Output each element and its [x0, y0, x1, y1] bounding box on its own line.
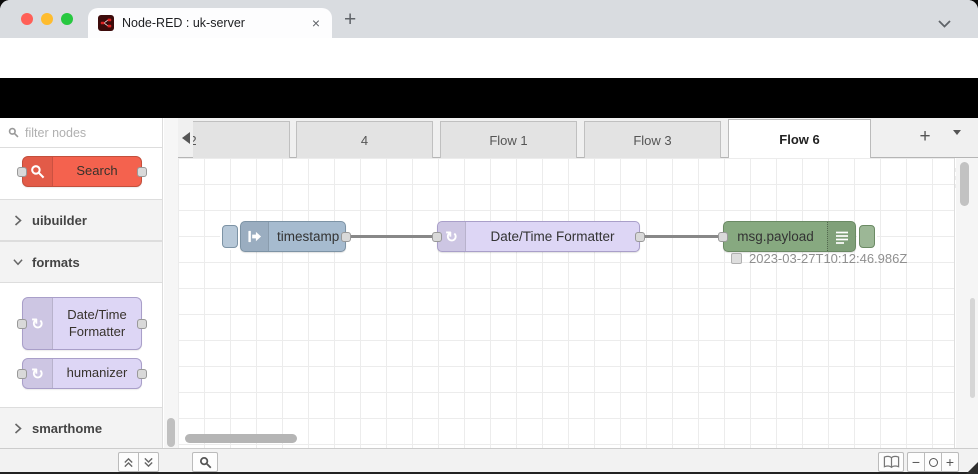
chevron-right-icon: [13, 422, 23, 434]
node-label: msg.payload: [737, 229, 814, 244]
canvas-horizontal-scrollbar[interactable]: [185, 434, 297, 443]
footer-bar: − +: [0, 448, 978, 474]
scroll-tabs-left-button[interactable]: [178, 118, 193, 157]
node-red-header: Node-RED Deploy: [0, 78, 978, 192]
window-edge: [0, 472, 978, 474]
flow-tabs: 2 4 Flow 1 Flow 3 Flow 6 +: [193, 118, 978, 158]
node-label: Date/Time Formatter: [490, 229, 615, 244]
wire[interactable]: [640, 235, 728, 238]
node-output-port[interactable]: [341, 231, 351, 242]
browser-tab[interactable]: Node-RED : uk-server ×: [88, 8, 332, 38]
canvas-vertical-scrollbar[interactable]: [960, 162, 969, 206]
flow-tab[interactable]: 2: [193, 121, 290, 158]
flow-node-debug[interactable]: msg.payload: [718, 221, 856, 252]
traffic-minimize-button[interactable]: [41, 13, 53, 25]
node-input-port[interactable]: [432, 231, 442, 242]
palette-sidebar: Search uibuilder formats ↻ Date/Time For…: [0, 118, 163, 448]
node-status-icon: [731, 253, 742, 264]
node-input-port[interactable]: [17, 368, 27, 379]
new-tab-button[interactable]: +: [344, 8, 357, 31]
navigator-map-button[interactable]: [878, 452, 904, 472]
double-chevron-down-icon: [144, 457, 153, 467]
debug-icon: [827, 222, 855, 251]
canvas-search-button[interactable]: [192, 452, 218, 472]
chevron-down-icon: [13, 258, 23, 266]
add-flow-button[interactable]: +: [919, 126, 931, 147]
node-output-port[interactable]: [137, 166, 147, 177]
flow-tab-active[interactable]: Flow 6: [728, 119, 871, 158]
inject-trigger-button[interactable]: [222, 225, 238, 248]
titlebar: Node-RED : uk-server × +: [0, 0, 978, 38]
palette-node-search[interactable]: Search: [17, 156, 147, 187]
traffic-close-button[interactable]: [21, 13, 33, 25]
node-input-port[interactable]: [17, 318, 27, 329]
palette-node-label: Search: [76, 163, 118, 179]
timer-icon: ↻: [23, 359, 53, 388]
node-output-port[interactable]: [137, 368, 147, 379]
tab-close-icon[interactable]: ×: [311, 15, 320, 31]
node-status-text: 2023-03-27T10:12:46.986Z: [749, 251, 908, 266]
browser-toolbar: ← → ↻ ⚠ Not Secure uk-server:2718/#flow/…: [0, 38, 978, 111]
zoom-out-button[interactable]: −: [907, 452, 925, 472]
palette-category-smarthome[interactable]: smarthome: [0, 407, 162, 448]
flow-tab[interactable]: 4: [296, 121, 433, 158]
search-icon: [8, 127, 19, 138]
search-icon: [199, 456, 211, 468]
node-label: timestamp: [277, 229, 340, 244]
double-chevron-up-icon: [124, 457, 133, 467]
flow-tab[interactable]: Flow 3: [584, 121, 721, 158]
chevron-right-icon: [13, 214, 23, 226]
node-input-port[interactable]: [718, 231, 728, 242]
node-input-port[interactable]: [17, 166, 27, 177]
browser-tab-title: Node-RED : uk-server: [122, 16, 245, 30]
search-node-icon: [23, 157, 53, 186]
timer-icon: ↻: [438, 222, 466, 251]
palette-filter: [0, 118, 162, 148]
page-scrollbar[interactable]: [970, 298, 975, 398]
flow-canvas[interactable]: timestamp ↻ Date/Time Formatter msg.payl…: [178, 158, 955, 448]
palette-node-label: Date/Time Formatter: [67, 306, 127, 339]
map-book-icon: [883, 455, 899, 469]
flow-node-date-time-formatter[interactable]: ↻ Date/Time Formatter: [432, 221, 645, 252]
palette-node-humanizer[interactable]: ↻ humanizer: [17, 358, 147, 389]
canvas-scrollbar-area: [956, 158, 978, 448]
scrollbar-thumb[interactable]: [167, 418, 175, 447]
node-output-port[interactable]: [635, 231, 645, 242]
node-output-port[interactable]: [137, 318, 147, 329]
flow-node-inject[interactable]: timestamp: [240, 221, 351, 252]
timer-icon: ↻: [23, 298, 53, 349]
flow-list-chevron-icon[interactable]: [953, 130, 961, 153]
zoom-in-button[interactable]: +: [941, 452, 959, 472]
flow-tab[interactable]: Flow 1: [440, 121, 577, 158]
palette-category-uibuilder[interactable]: uibuilder: [0, 199, 162, 241]
palette-node-date-time-formatter[interactable]: ↻ Date/Time Formatter: [17, 297, 147, 350]
palette-category-formats[interactable]: formats: [0, 241, 162, 283]
zoom-reset-button[interactable]: [924, 452, 942, 472]
node-red-favicon: [98, 15, 114, 31]
palette-category-label: uibuilder: [32, 212, 87, 228]
palette-category-label: formats: [32, 254, 80, 270]
expand-categories-button[interactable]: [138, 452, 159, 472]
debug-toggle-button[interactable]: [859, 225, 875, 248]
palette-node-label: humanizer: [66, 365, 128, 381]
collapse-categories-button[interactable]: [118, 452, 139, 472]
wire[interactable]: [346, 235, 442, 238]
flow-tab-bar: 2 4 Flow 1 Flow 3 Flow 6 +: [178, 118, 978, 158]
inject-icon: [241, 222, 269, 251]
window-resize-corner: [966, 462, 978, 474]
traffic-maximize-button[interactable]: [61, 13, 73, 25]
palette-scrollbar[interactable]: [164, 118, 178, 448]
tab-search-chevron-icon[interactable]: [938, 15, 951, 33]
palette-category-label: smarthome: [32, 420, 103, 436]
zoom-reset-icon: [928, 457, 938, 467]
filter-nodes-input[interactable]: [25, 125, 155, 140]
